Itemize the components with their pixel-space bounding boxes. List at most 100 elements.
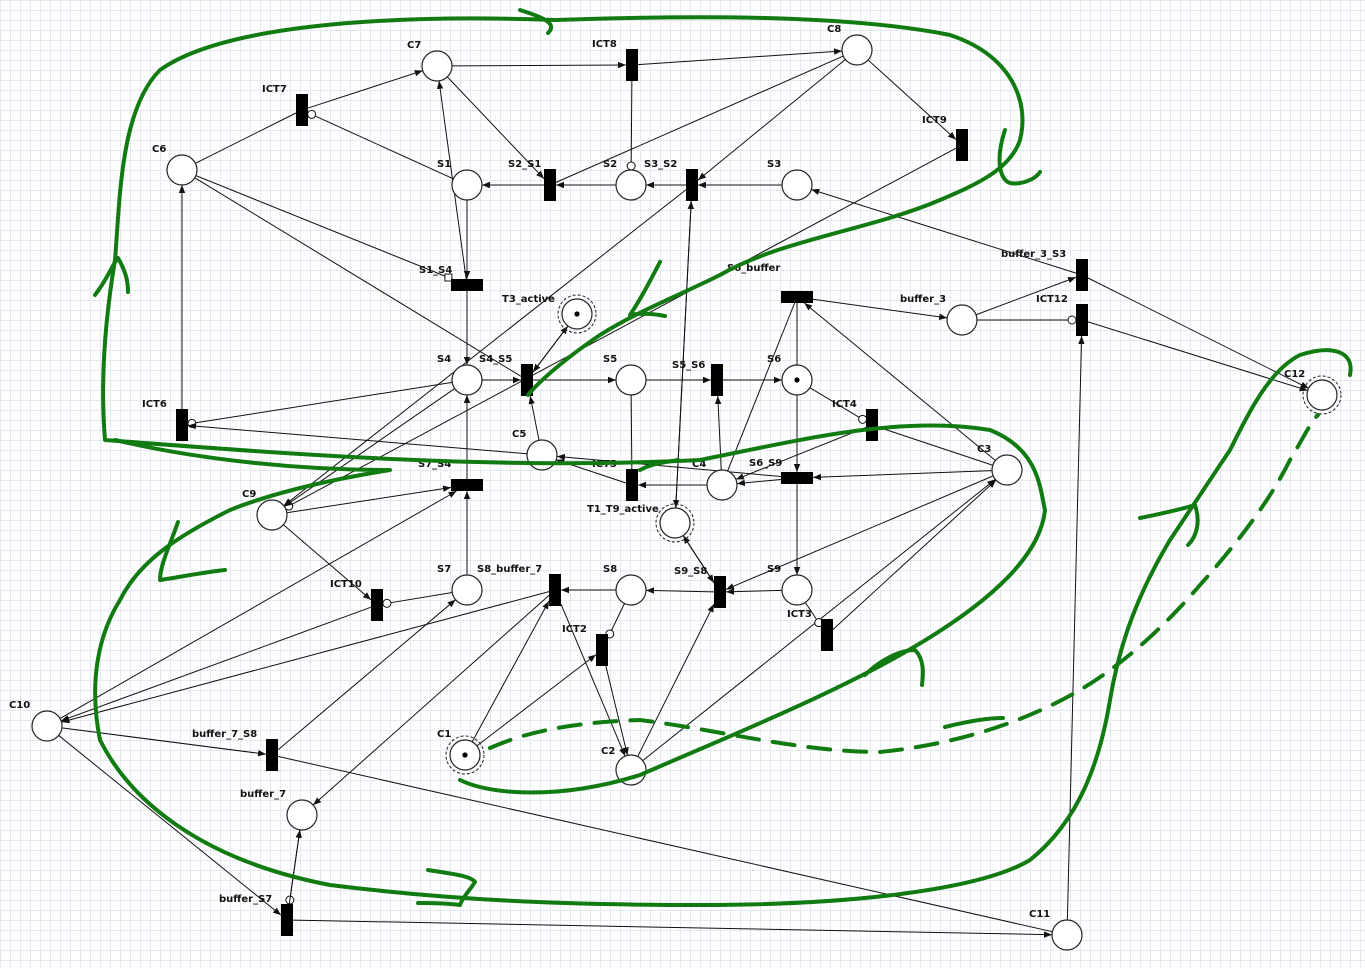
transition-ict9[interactable] [956, 129, 968, 161]
inhibitor-mark [626, 161, 636, 171]
transition-s6-buffer[interactable] [781, 291, 813, 303]
place-label-s1: S1 [437, 159, 451, 170]
place-c12[interactable] [1302, 375, 1342, 415]
place-c6[interactable] [166, 154, 198, 186]
transition-label-s6-buffer: S6_buffer [727, 263, 780, 274]
place-s4[interactable] [451, 364, 483, 396]
transition-label-ict6: ICT6 [142, 399, 167, 410]
place-s1[interactable] [451, 169, 483, 201]
arc-c4-to-s6-buffer [727, 302, 796, 472]
transition-label-s2-s1: S2_S1 [508, 159, 541, 170]
active-ring [445, 735, 485, 775]
transition-s6-s9[interactable] [781, 472, 813, 484]
place-label-s5: S5 [603, 354, 617, 365]
place-label-buffer-7: buffer_7 [240, 789, 286, 800]
green-ink-annotations [93, 8, 1353, 907]
arc-s6-s9-to-c5 [556, 453, 782, 478]
transition-s1-s4[interactable] [451, 279, 483, 291]
transition-s7-s4[interactable] [451, 479, 483, 491]
place-s8[interactable] [615, 574, 647, 606]
place-s2[interactable] [615, 169, 647, 201]
place-c7[interactable] [421, 50, 453, 82]
transition-ict7[interactable] [296, 94, 308, 126]
place-label-c11: C11 [1029, 909, 1050, 920]
place-label-t1-t9-active: T1_T9_active [587, 504, 659, 515]
transition-s9-s8[interactable] [714, 576, 726, 608]
transition-s8-buffer-7[interactable] [549, 574, 561, 606]
place-s6[interactable] [781, 364, 813, 396]
place-t1-t9-active[interactable] [655, 503, 695, 543]
arc-ict12-to-c12 [1087, 321, 1308, 392]
arc-c3-to-s6-s9 [812, 470, 993, 481]
arc-s8-buffer-7-to-buffer-7 [312, 594, 550, 806]
active-ring [1302, 375, 1342, 415]
transition-s5-s6[interactable] [711, 364, 723, 396]
green-ink-stroke-14 [943, 716, 1005, 729]
place-circle [659, 507, 691, 539]
transition-ict4[interactable] [866, 409, 878, 441]
transition-label-s5-s6: S5_S6 [672, 360, 705, 371]
place-c4[interactable] [706, 469, 738, 501]
place-s3[interactable] [781, 169, 813, 201]
place-s5[interactable] [615, 364, 647, 396]
transition-ict10[interactable] [371, 589, 383, 621]
place-s7[interactable] [451, 574, 483, 606]
place-c11[interactable] [1051, 919, 1083, 951]
token [794, 377, 800, 383]
place-label-t3-active: T3_active [502, 294, 555, 305]
arc-s8-buffer-7-to-c2 [560, 604, 626, 757]
place-c3[interactable] [991, 454, 1023, 486]
place-circle [256, 499, 288, 531]
arc-buffer-3-to-buffer-3-s3 [975, 276, 1077, 316]
arc-c1-to-s8-buffer-7 [471, 600, 550, 743]
arc-c8-to-s3-s2 [697, 59, 846, 181]
transition-buffer-7-s8[interactable] [266, 739, 278, 771]
place-c1[interactable] [445, 735, 485, 775]
transition-ict12[interactable] [1076, 304, 1088, 336]
arc-c8-to-s2-s1 [555, 55, 844, 183]
transition-s3-s2[interactable] [686, 169, 698, 201]
place-c9[interactable] [256, 499, 288, 531]
place-circle [706, 469, 738, 501]
place-s9[interactable] [781, 574, 813, 606]
place-c10[interactable] [31, 710, 63, 742]
transition-buffer-s7[interactable] [281, 904, 293, 936]
arcs [58, 48, 1309, 938]
arc-c7-to-ict8 [451, 61, 627, 69]
transition-label-ict4: ICT4 [832, 399, 857, 410]
place-c5[interactable] [526, 439, 558, 471]
green-ink-stroke-11 [1138, 503, 1200, 547]
transition-label-buffer-s7: buffer_S7 [219, 894, 272, 905]
arc-s7-to-ict10 [390, 591, 453, 604]
token [462, 752, 468, 758]
place-c8[interactable] [841, 34, 873, 66]
place-label-c12: C12 [1284, 369, 1305, 380]
transition-buffer-3-s3[interactable] [1076, 259, 1088, 291]
place-buffer-3[interactable] [946, 304, 978, 336]
place-buffer-7[interactable] [286, 799, 318, 831]
place-circle [615, 364, 647, 396]
transition-label-s6-s9: S6_S9 [749, 458, 782, 469]
place-circle [1051, 919, 1083, 951]
place-circle [615, 169, 647, 201]
transition-ict3[interactable] [821, 619, 833, 651]
arc-c11-to-ict12 [1066, 335, 1085, 921]
arc-ict8-to-c8 [637, 48, 843, 66]
active-ring [557, 294, 597, 334]
transition-ict5[interactable] [626, 469, 638, 501]
arc-c9-to-ict10 [283, 524, 372, 601]
transition-ict2[interactable] [596, 634, 608, 666]
transition-s4-s5[interactable] [521, 364, 533, 396]
transition-ict8[interactable] [626, 49, 638, 81]
transition-label-ict3: ICT3 [787, 609, 812, 620]
green-ink-stroke-12 [863, 648, 925, 687]
arc-ict3-to-c3 [832, 479, 997, 630]
place-label-c4: C4 [692, 459, 706, 470]
transition-ict6[interactable] [176, 409, 188, 441]
arc-s9-to-s9-s8 [725, 588, 783, 595]
place-t3-active[interactable] [557, 294, 597, 334]
transition-s2-s1[interactable] [544, 169, 556, 201]
transition-label-buffer-7-s8: buffer_7_S8 [192, 729, 257, 740]
place-circle [781, 574, 813, 606]
